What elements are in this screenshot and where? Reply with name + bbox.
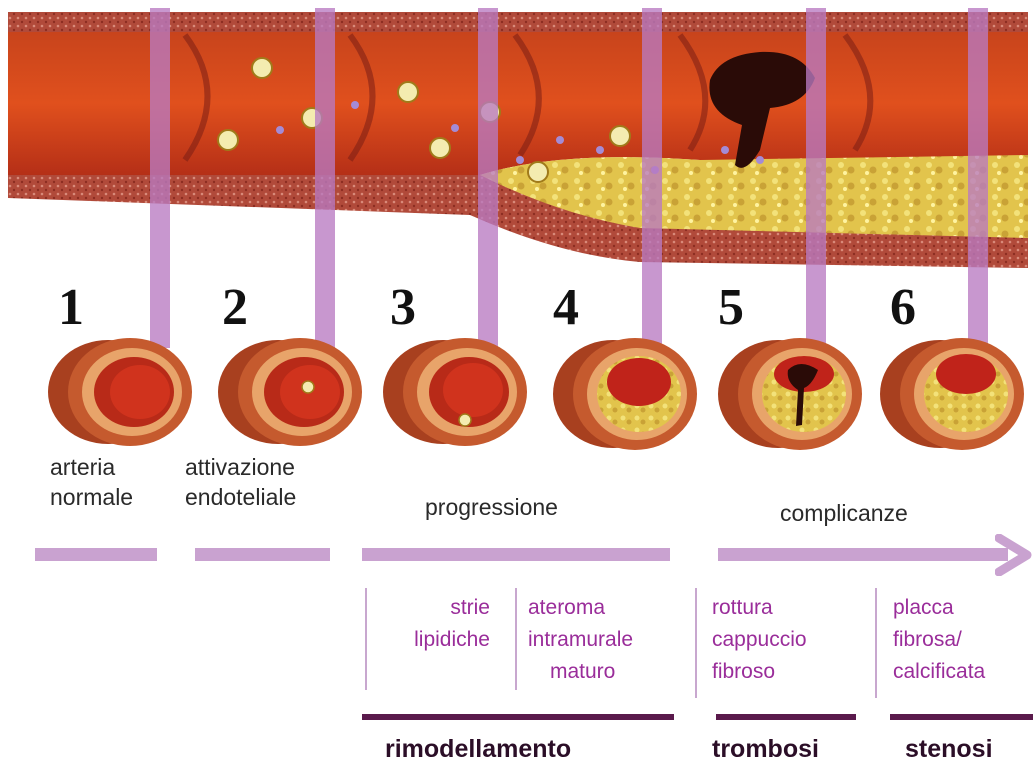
label-line: endoteliale xyxy=(185,482,296,512)
stage-connector-2 xyxy=(315,8,335,348)
stage-connector-3 xyxy=(478,8,498,348)
bar-rimodellamento xyxy=(362,714,674,720)
label-trombosi: trombosi xyxy=(712,732,819,766)
divider-line xyxy=(515,588,517,690)
stage-connector-1 xyxy=(150,8,170,348)
label-line: attivazione xyxy=(185,452,296,482)
sublabel-line: lipidiche xyxy=(378,624,490,656)
sublabel-line: ateroma xyxy=(528,592,633,624)
arrow-head-icon xyxy=(995,534,1033,576)
sublabel-rottura: rottura cappuccio fibroso xyxy=(712,592,807,688)
label-stenosi: stenosi xyxy=(905,732,993,766)
sublabel-line: placca xyxy=(893,592,985,624)
divider-line xyxy=(365,588,367,690)
label-line: normale xyxy=(50,482,133,512)
label-attivazione-endoteliale: attivazione endoteliale xyxy=(185,452,296,512)
stage-connector-5 xyxy=(806,8,826,348)
stage-number-4: 4 xyxy=(553,282,579,334)
label-arteria-normale: arteria normale xyxy=(50,452,133,512)
stage-number-6: 6 xyxy=(890,282,916,334)
sublabel-line: fibroso xyxy=(712,656,807,688)
sublabel-strie-lipidiche: strie lipidiche xyxy=(378,592,490,656)
label-line: arteria xyxy=(50,452,133,482)
divider-line xyxy=(695,588,697,698)
cross-section-6 xyxy=(862,330,1032,455)
phase-label-progressione: progressione xyxy=(425,492,558,522)
stage-number-5: 5 xyxy=(718,282,744,334)
timeline-bar-1 xyxy=(35,548,157,561)
sublabel-line: maturo xyxy=(528,656,633,688)
stage-number-1: 1 xyxy=(58,282,84,334)
bar-stenosi xyxy=(890,714,1033,720)
timeline-bar-progression xyxy=(362,548,670,561)
divider-line xyxy=(875,588,877,698)
sublabel-line: intramurale xyxy=(528,624,633,656)
label-rimodellamento: rimodellamento xyxy=(385,732,571,766)
sublabel-placca: placca fibrosa/ calcificata xyxy=(893,592,985,688)
sublabel-line: fibrosa/ xyxy=(893,624,985,656)
timeline-bar-2 xyxy=(195,548,330,561)
bar-trombosi xyxy=(716,714,856,720)
cross-section-1 xyxy=(30,330,205,450)
stage-number-2: 2 xyxy=(222,282,248,334)
stage-connector-6 xyxy=(968,8,988,348)
sublabel-line: strie xyxy=(378,592,490,624)
sublabel-line: rottura xyxy=(712,592,807,624)
stage-connector-4 xyxy=(642,8,662,348)
timeline-bar-complications xyxy=(718,548,1008,561)
sublabel-ateroma: ateroma intramurale maturo xyxy=(528,592,633,688)
stage-number-3: 3 xyxy=(390,282,416,334)
cross-section-3 xyxy=(365,330,540,450)
cross-section-4 xyxy=(535,330,710,455)
sublabel-line: cappuccio xyxy=(712,624,807,656)
sublabel-line: calcificata xyxy=(893,656,985,688)
phase-label-complicanze: complicanze xyxy=(780,498,908,528)
cross-section-5 xyxy=(700,330,875,455)
cross-section-2 xyxy=(200,330,375,450)
